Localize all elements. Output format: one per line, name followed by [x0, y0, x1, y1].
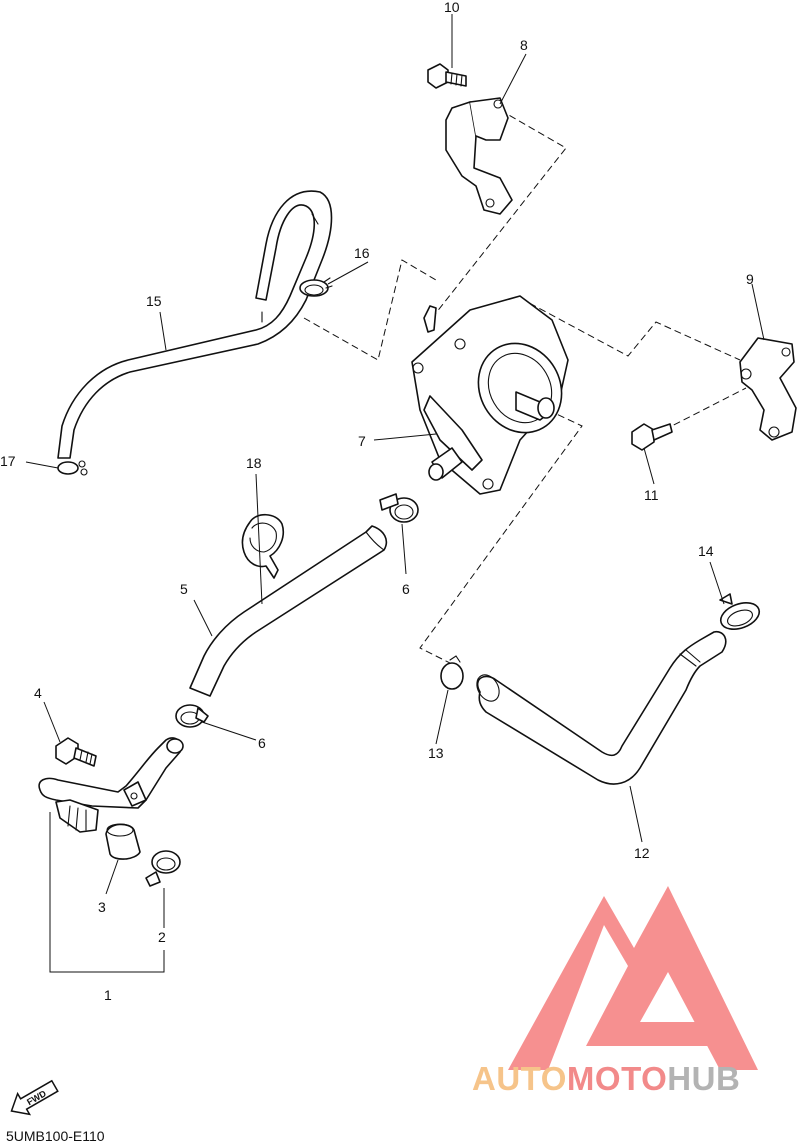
callout-12: 12 [634, 845, 650, 861]
callout-14: 14 [698, 543, 714, 559]
callout-6a: 6 [402, 581, 410, 597]
callout-2: 2 [158, 929, 166, 945]
hose-part-5 [189, 525, 388, 697]
bracket-part-9 [739, 337, 797, 441]
bolt-part-10 [427, 63, 467, 89]
bracket-part-8 [445, 97, 513, 215]
callout-15: 15 [146, 293, 162, 309]
fwd-arrow-icon: FWD [10, 1079, 59, 1116]
clamp-part-6-upper [379, 493, 419, 523]
watermark-part-hub: HUB [667, 1060, 741, 1097]
callout-1: 1 [104, 987, 112, 1003]
clamp-part-16 [299, 277, 333, 297]
band-part-18 [241, 513, 285, 579]
callout-10: 10 [444, 0, 460, 15]
hose-part-15 [57, 190, 333, 459]
clip-part-17 [57, 460, 88, 476]
clamp-part-6-lower [175, 704, 209, 728]
callout-18: 18 [246, 455, 262, 471]
callout-5: 5 [180, 581, 188, 597]
pipe-assembly-part-1 [38, 737, 184, 833]
watermark-part-moto: MOTO [566, 1060, 668, 1097]
clamp-part-14 [719, 593, 761, 630]
bolt-part-11 [631, 423, 673, 451]
callout-3: 3 [98, 899, 106, 915]
callout-7: 7 [358, 433, 366, 449]
diagram-code: 5UMB100-E110 [6, 1128, 105, 1144]
callout-4: 4 [34, 685, 42, 701]
callout-13: 13 [428, 745, 444, 761]
watermark-wordmark: AUTOMOTOHUB [472, 1060, 740, 1098]
callout-16: 16 [354, 245, 370, 261]
callout-8: 8 [520, 37, 528, 53]
callout-labels: 10 8 16 9 15 7 17 18 11 14 5 6 4 6 13 12… [0, 0, 754, 1003]
clip-part-13 [440, 655, 464, 690]
leader-lines [25, 14, 765, 973]
hose-part-12 [476, 630, 727, 785]
clamp-part-2 [145, 850, 181, 887]
callout-17: 17 [0, 453, 16, 469]
sleeve-part-3 [105, 823, 141, 860]
bolt-part-4 [55, 737, 97, 767]
watermark-logo-triangle [508, 886, 758, 1070]
callout-6b: 6 [258, 735, 266, 751]
dashed-reference-lines [303, 109, 747, 665]
callout-11: 11 [644, 487, 659, 503]
valve-body-part-7 [411, 295, 569, 495]
callout-9: 9 [746, 271, 754, 287]
watermark-part-auto: AUTO [472, 1060, 567, 1097]
